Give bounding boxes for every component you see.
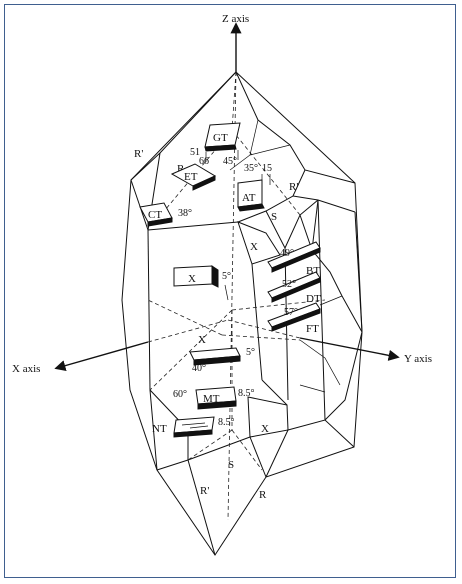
face-label-s-lower: S (228, 459, 234, 471)
face-labels: R' R R' S X X S R' R (134, 148, 298, 501)
cut-at: AT 35° 15 (237, 163, 272, 212)
cut-x-plate: X 5° (173, 265, 231, 301)
angle-xbar-5: 5° (246, 347, 255, 358)
cut-label-x-plate: X (188, 273, 196, 285)
angle-at-15: 15 (262, 163, 272, 174)
angle-mt-40: 40° (192, 363, 206, 374)
angle-ct-38: 38° (178, 208, 192, 219)
angle-dt-52: 52° (282, 279, 296, 290)
z-axis-label: Z axis (222, 13, 249, 25)
x-axis: X axis (12, 319, 229, 375)
face-label-r-prime-right: R' (289, 181, 298, 193)
cut-dt: DT 52° (267, 271, 321, 305)
face-label-x-lower: X (261, 423, 269, 435)
figure-frame (4, 4, 456, 578)
cut-label-gt: GT (213, 132, 228, 144)
angle-mt-85: 8.5° (238, 388, 255, 399)
face-label-s-upper: S (271, 211, 277, 223)
face-label-r-lower: R (259, 489, 267, 501)
cut-gt: GT 51 45° (190, 122, 241, 167)
cut-et: ET 66 (170, 156, 217, 191)
face-label-r-upper: R (177, 163, 185, 175)
x-axis-label: X axis (12, 363, 40, 375)
cut-label-x-bar: X (198, 334, 206, 346)
y-axis-label: Y axis (404, 353, 432, 365)
cut-ft: FT 57° (267, 302, 321, 335)
angle-nt-85: 8.5° (218, 417, 235, 428)
face-label-x-upper: X (250, 241, 258, 253)
cut-x-bar: X 5° (189, 334, 255, 366)
crystal-outline (121, 71, 363, 556)
cut-label-nt: NT (152, 423, 167, 435)
face-label-r-prime-upper: R' (134, 148, 143, 160)
angle-et-66: 66 (199, 156, 209, 167)
cut-bt: BT 49° (267, 241, 321, 277)
cut-label-ct: CT (148, 209, 162, 221)
cut-nt: NT 8.5° (152, 416, 235, 438)
cut-label-dt: DT (306, 293, 321, 305)
y-axis: Y axis (227, 319, 432, 365)
cut-mt: MT 40° 60° 8.5° (173, 363, 255, 410)
face-label-r-prime-lower: R' (200, 485, 209, 497)
cut-ct: CT 38° (139, 202, 192, 227)
angle-gt-51: 51 (190, 147, 200, 158)
angle-ft-57: 57° (284, 307, 298, 318)
cut-label-ft: FT (306, 323, 319, 335)
cut-label-et: ET (184, 171, 198, 183)
cut-label-mt: MT (203, 393, 220, 405)
angle-bt-49: 49° (280, 248, 294, 259)
angle-x-5: 5° (222, 271, 231, 282)
angle-gt-45: 45° (223, 156, 237, 167)
cut-label-at: AT (242, 192, 256, 204)
angle-at-35: 35° (244, 163, 258, 174)
angle-mt-60: 60° (173, 389, 187, 400)
z-axis: Z axis (222, 13, 249, 521)
